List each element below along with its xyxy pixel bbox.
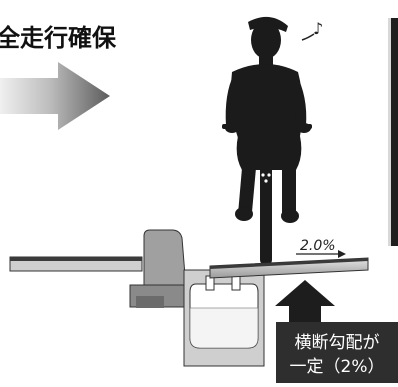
- direction-arrow: [0, 62, 110, 130]
- grate-tab: [231, 275, 241, 291]
- reflector-dot: [264, 179, 268, 183]
- reflector-dot: [267, 173, 271, 177]
- curb-base-small: [136, 296, 164, 308]
- right-panel-edge: [388, 18, 391, 246]
- right-panel: [391, 18, 398, 246]
- water-level: [189, 307, 259, 349]
- reflector-dot: [261, 173, 265, 177]
- curb-block: [143, 229, 187, 289]
- road-surface-left-top: [10, 257, 142, 261]
- up-arrow: [275, 280, 335, 330]
- music-note-swirl: [301, 33, 315, 41]
- cyclist-silhouette-icon: [222, 16, 312, 274]
- callout-line2: 一定（2%）: [290, 357, 385, 377]
- music-note-icon: ♪: [313, 19, 323, 38]
- title-text: 全走行確保: [0, 24, 117, 52]
- road-surface-sloped-top: [210, 258, 368, 269]
- slope-label: 2.0%: [300, 238, 336, 254]
- slope-arrowhead: [338, 250, 346, 258]
- callout-line1: 横断勾配が: [295, 333, 380, 353]
- callout-box: [276, 322, 398, 383]
